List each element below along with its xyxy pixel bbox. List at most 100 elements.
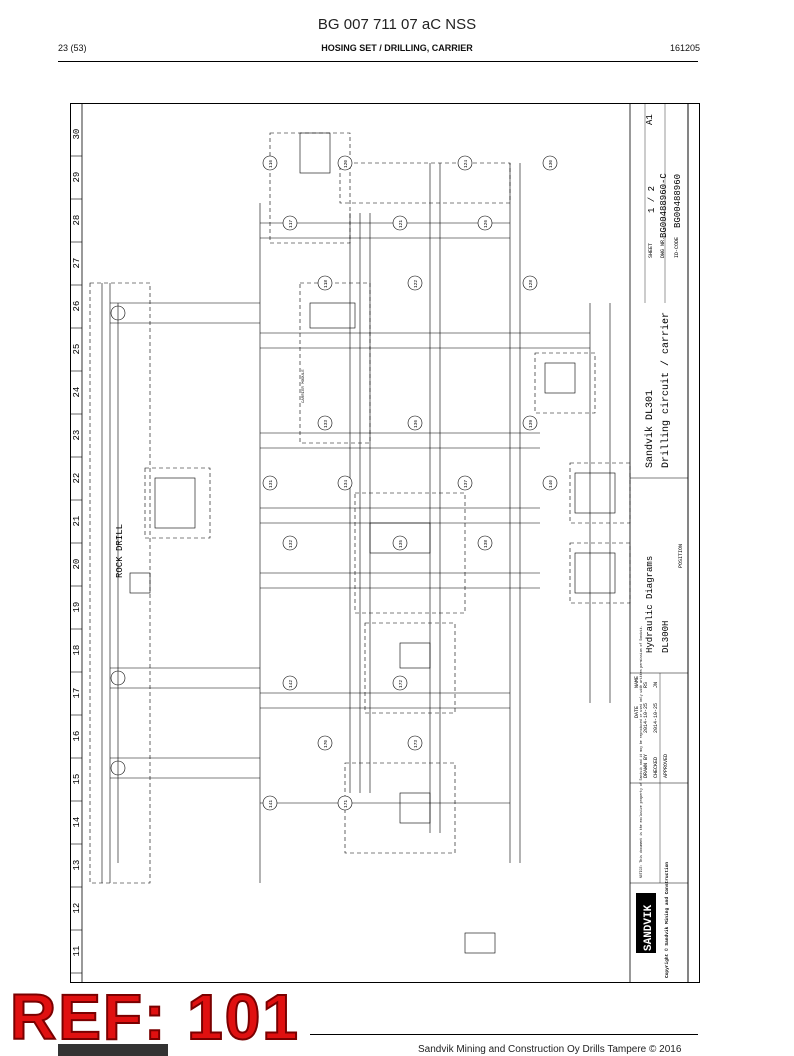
component-tag-bubble [282, 675, 298, 691]
drawn-by-name: RS [643, 682, 649, 688]
column-number: 17 [72, 688, 82, 699]
dwg-label: DWG NR. [660, 237, 666, 258]
component-tag: 126 [483, 220, 489, 228]
component-tag: 136 [413, 420, 419, 428]
drawn-by-label: DRAWN BY [643, 754, 649, 778]
carrier-label: CARRIER MODULE [302, 369, 306, 403]
column-number: 13 [72, 860, 82, 871]
position-label: POSITION [678, 544, 684, 568]
column-number: 16 [72, 731, 82, 742]
component-tag-bubble [337, 155, 353, 171]
footer-text: Sandvik Mining and Construction Oy Drill… [418, 1044, 682, 1055]
component-tag-bubble [317, 275, 333, 291]
component-tag: 117 [288, 220, 294, 228]
document-code: 161205 [669, 43, 700, 53]
id-code: BG00488960 [673, 174, 683, 228]
component-tag-bubble [542, 475, 558, 491]
component-tag: 128 [528, 280, 534, 288]
checked-label: CHECKED [653, 757, 659, 778]
component-tag-bubble [407, 275, 423, 291]
component-tag-bubble [392, 675, 408, 691]
dwg-number: BG00488960-C [659, 173, 669, 238]
footer-logo [58, 1044, 168, 1056]
component-tag-bubble [262, 475, 278, 491]
rock-drill-label: ROCK DRILL [115, 524, 125, 578]
component-tag-bubble [262, 795, 278, 811]
column-number: 15 [72, 774, 82, 785]
component-tag-bubble [522, 275, 538, 291]
component-tag-bubble [282, 535, 298, 551]
component-tag: 170 [323, 740, 329, 748]
column-number: 11 [72, 946, 82, 957]
component-tag: 134 [343, 480, 349, 488]
schematic-components [129, 132, 616, 954]
component-tag: 116 [268, 160, 274, 168]
approved-label: APPROVED [663, 754, 669, 778]
component-tag: 141 [268, 800, 274, 808]
sheet-size: A1 [645, 114, 655, 125]
column-number: 18 [72, 645, 82, 656]
component-tag: 130 [548, 160, 554, 168]
column-number: 28 [72, 215, 82, 226]
component-tag-bubble [522, 415, 538, 431]
component-tag: 171 [343, 800, 349, 808]
component-tag: 121 [398, 220, 404, 228]
column-number: 12 [72, 903, 82, 914]
schematic-lines [101, 163, 611, 883]
name-column-label: NAME [634, 676, 640, 688]
column-number: 24 [72, 387, 82, 398]
title-block: Sandvik DL301 Drilling circuit / carrier… [629, 103, 689, 983]
brand-logo: SANDVIK [643, 904, 655, 951]
date-column-label: DATE [634, 706, 640, 718]
drawing-subtitle: Drilling circuit / carrier [660, 312, 672, 468]
column-number: 19 [72, 602, 82, 613]
checked-name: JN [653, 682, 659, 688]
hydraulic-diagram: 1112131415161718192021222324252627282930… [70, 103, 700, 983]
component-tag: 138 [483, 540, 489, 548]
component-tag-bubble [282, 215, 298, 231]
component-tag-bubble [477, 535, 493, 551]
component-tag-bubble [262, 155, 278, 171]
component-tag: 133 [323, 420, 329, 428]
component-tag-bubble [392, 535, 408, 551]
component-tag: 135 [398, 540, 404, 548]
component-tag: 124 [463, 160, 469, 168]
drawn-by-date: 2014-10-25 [643, 703, 649, 733]
column-number: 30 [72, 129, 82, 140]
column-number: 26 [72, 301, 82, 312]
column-number: 14 [72, 817, 82, 828]
component-tag: 131 [268, 480, 274, 488]
section-title: HOSING SET / DRILLING, CARRIER [321, 43, 473, 53]
component-tag: 172 [398, 680, 404, 688]
component-tag: 140 [548, 480, 554, 488]
component-tag-bubble [392, 215, 408, 231]
header-rule [58, 61, 698, 62]
brand-logo-box [636, 893, 656, 953]
component-tag: 139 [528, 420, 534, 428]
sheet-label: SHEET [648, 243, 654, 258]
component-tag: 122 [413, 280, 419, 288]
component-tag-bubble [407, 415, 423, 431]
footer-rule [310, 1034, 698, 1035]
component-tag-bubble [337, 795, 353, 811]
component-tag-bubble [317, 415, 333, 431]
column-number: 21 [72, 516, 82, 527]
product-name: Sandvik DL301 [644, 390, 656, 468]
page-number: 23 (53) [58, 43, 87, 53]
component-tag-bubble [337, 475, 353, 491]
component-tag-group: 1161171181201211221241261281301311321331… [262, 155, 558, 811]
column-number: 25 [72, 344, 82, 355]
component-tag-bubble [317, 735, 333, 751]
column-number: 23 [72, 430, 82, 441]
component-tag-bubble [477, 215, 493, 231]
component-tag-bubble [457, 475, 473, 491]
column-number: 22 [72, 473, 82, 484]
id-label: ID-CODE [674, 237, 680, 258]
component-tag: 142 [288, 680, 294, 688]
sheet-value: 1 / 2 [647, 186, 657, 213]
notice-text: NOTICE: This document is the exclusive p… [639, 625, 643, 878]
column-number: 27 [72, 258, 82, 269]
component-tag-bubble [407, 735, 423, 751]
component-tag: 132 [288, 540, 294, 548]
